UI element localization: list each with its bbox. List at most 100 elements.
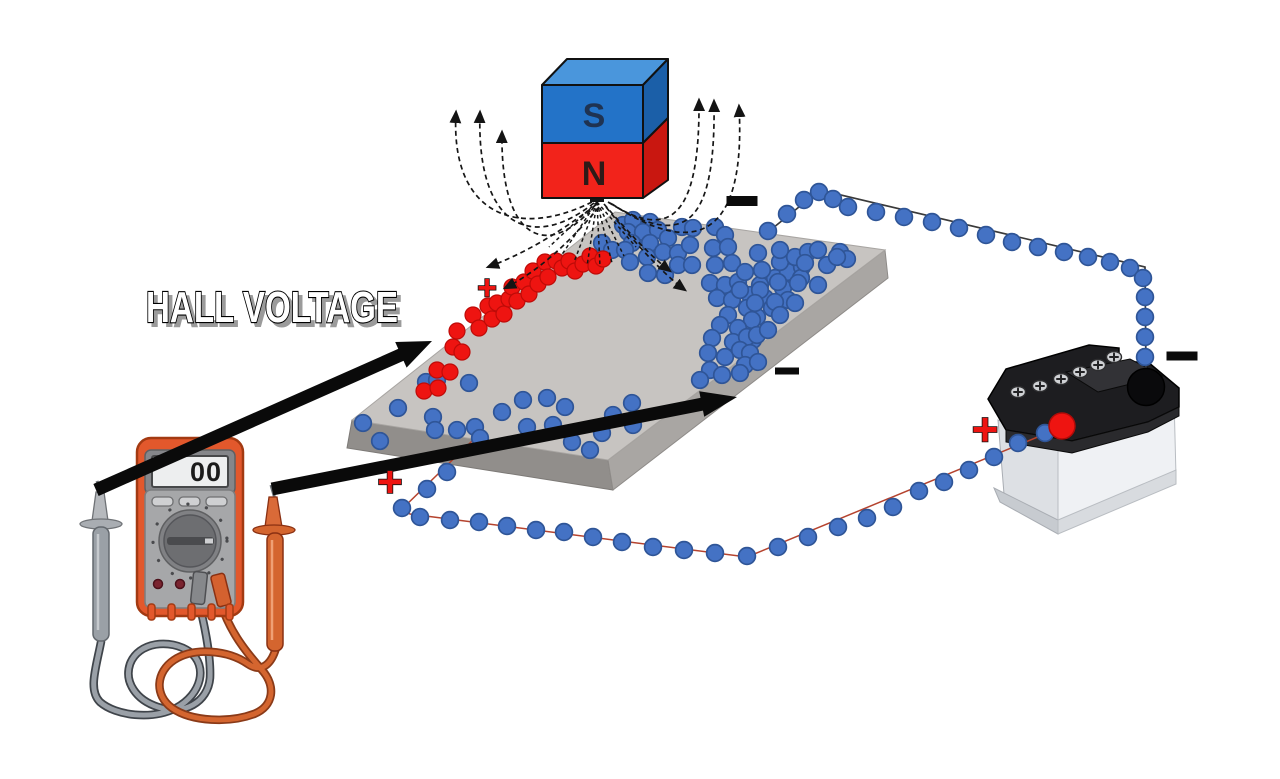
electron-dot: [1133, 268, 1153, 288]
electron-dot: [794, 190, 814, 210]
electron-dot: [798, 527, 818, 547]
hall-voltage-label: HALL VOLTAGE: [146, 283, 398, 332]
orange-probe: [252, 484, 296, 652]
electron-dot: [612, 532, 632, 552]
battery-terminals: [1048, 367, 1166, 440]
electron-dot: [353, 413, 373, 433]
electron-dot: [1078, 247, 1098, 267]
electron-dot: [1100, 252, 1120, 272]
electron-dot: [722, 253, 742, 273]
charge-signs: +++: [376, 196, 1198, 507]
meter-button-1[interactable]: [151, 496, 174, 507]
electron-dot: [537, 388, 557, 408]
electron-dot: [768, 272, 788, 292]
electron-dot: [698, 343, 718, 363]
electron-dot: [745, 293, 765, 313]
hall-voltage-label-group: HALL VOLTAGE HALL VOLTAGE: [145, 282, 403, 337]
magnet-south-half: [541, 84, 644, 144]
battery-base-right: [1057, 469, 1177, 535]
electron-dot: [828, 517, 848, 537]
meter-dial-pointer-tip: [205, 538, 213, 544]
magnet-north-label: N: [582, 155, 607, 193]
hall-voltage-arrow-shaft: [93, 347, 408, 496]
electron-dot: [392, 498, 412, 518]
electron-dot: [788, 273, 808, 293]
electron-dot: [513, 390, 533, 410]
electron-dot: [808, 240, 828, 260]
probe-cables: [89, 599, 281, 725]
electron-dot: [758, 320, 778, 340]
electron-dot: [808, 275, 828, 295]
orange-plug[interactable]: [210, 572, 232, 608]
electron-dot: [447, 420, 467, 440]
battery-terminal-negative: [1126, 367, 1166, 407]
battery-top-cover-front: [1005, 406, 1180, 454]
electron-dot: [922, 212, 942, 232]
orange-probe-cone: [264, 496, 283, 528]
electron-dot: [883, 497, 903, 517]
electron-dot: [1120, 258, 1140, 278]
electron-dot: [555, 397, 575, 417]
meter-dial-pointer[interactable]: [167, 537, 214, 545]
electron-dot: [718, 237, 738, 257]
electron-dot: [700, 273, 720, 293]
orange-probe-cable-core: [157, 601, 279, 723]
plus-sign: +: [477, 269, 497, 307]
meter-reading: 00: [190, 457, 222, 487]
minus-sign: [775, 367, 799, 375]
electron-dot: [1135, 347, 1155, 367]
electron-dot: [417, 479, 437, 499]
gray-plug[interactable]: [189, 570, 209, 606]
electron-dot: [705, 543, 725, 563]
electron-dot: [469, 512, 489, 532]
electron-dot: [388, 398, 408, 418]
hall-voltage-arrow-head: [395, 341, 432, 368]
electron-dot: [770, 305, 790, 325]
electron-dot: [894, 207, 914, 227]
current-arrow-shaft: [270, 396, 710, 496]
meter-dial-tick-ring: [151, 502, 229, 580]
electron-dot: [730, 280, 750, 300]
electron-dot: [823, 189, 843, 209]
electron-dot: [866, 202, 886, 222]
plus-sign: +: [377, 458, 403, 507]
electron-dot: [580, 440, 600, 460]
electron-dot: [909, 481, 929, 501]
battery-terminal-positive: [1048, 412, 1076, 440]
electron-dot: [1135, 307, 1155, 327]
electron-dot: [976, 225, 996, 245]
electron-dot: [934, 472, 954, 492]
magnet-north-half: [541, 142, 644, 199]
electron-dot: [1054, 242, 1074, 262]
battery-screw-caps: [1009, 350, 1123, 399]
electron-dot: [730, 363, 750, 383]
positive-charge-dot: [453, 343, 471, 361]
electron-dot: [984, 447, 1004, 467]
electron-dot: [492, 402, 512, 422]
electron-dot: [638, 263, 658, 283]
electron-dot: [680, 235, 700, 255]
electron-dot: [768, 537, 788, 557]
hall-voltage-label-shadow: HALL VOLTAGE: [150, 287, 402, 336]
meter-button-2[interactable]: [178, 496, 201, 507]
electron-dot: [437, 462, 457, 482]
orange-probe-grip[interactable]: [266, 532, 284, 652]
electron-dot: [959, 460, 979, 480]
electron-dot: [795, 253, 815, 273]
electron-dot: [554, 522, 574, 542]
positive-charge-dot: [429, 379, 447, 397]
gray-probe-grip[interactable]: [92, 526, 110, 642]
gray-probe-cable-core: [91, 601, 213, 718]
orange-probe-cable: [155, 599, 281, 725]
electron-dot: [1008, 433, 1028, 453]
electron-dot: [683, 218, 703, 238]
electron-dot: [752, 260, 772, 280]
electron-dot: [785, 293, 805, 313]
minus-sign: [726, 196, 758, 206]
meter-button-3[interactable]: [205, 496, 228, 507]
electron-dot: [1135, 287, 1155, 307]
electron-dot: [526, 520, 546, 540]
electron-dot: [370, 431, 390, 451]
